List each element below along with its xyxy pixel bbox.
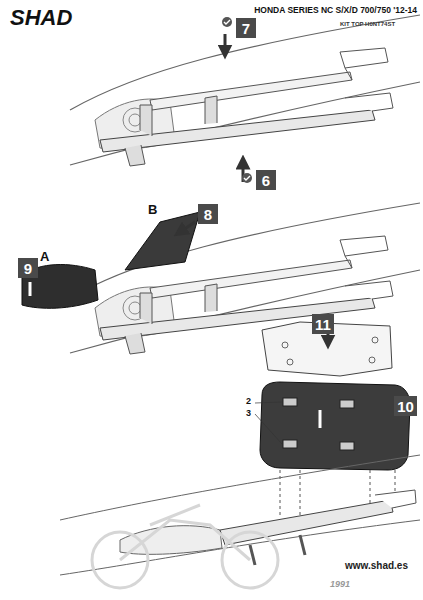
diagram-title: HONDA SERIES NC S/X/D 700/750 '12-14 <box>254 6 417 15</box>
callout-text: 9 <box>24 261 32 276</box>
note-text: 1991 <box>330 580 350 590</box>
callout-text: 7 <box>242 21 250 36</box>
note-text: KIT TOP H0NT74ST <box>340 21 395 28</box>
callout-text: 10 <box>397 399 414 414</box>
callout-number: 8 <box>198 204 218 224</box>
callout-number: 10 <box>394 396 417 416</box>
note-text: www.shad.es <box>345 560 408 571</box>
callout-number: 7 <box>236 18 256 38</box>
callout-text: 6 <box>262 173 270 188</box>
callout-number: 6 <box>256 170 276 190</box>
callout-number: 11 <box>312 314 334 334</box>
part-label: A <box>40 250 49 264</box>
part-label: 3 <box>246 409 251 419</box>
callout-text: 11 <box>315 317 331 332</box>
callout-text: 8 <box>204 207 212 222</box>
brand-logo: SHAD <box>10 6 72 30</box>
callout-number: 9 <box>18 258 38 278</box>
part-label: 2 <box>246 397 251 407</box>
part-label: B <box>148 203 157 217</box>
